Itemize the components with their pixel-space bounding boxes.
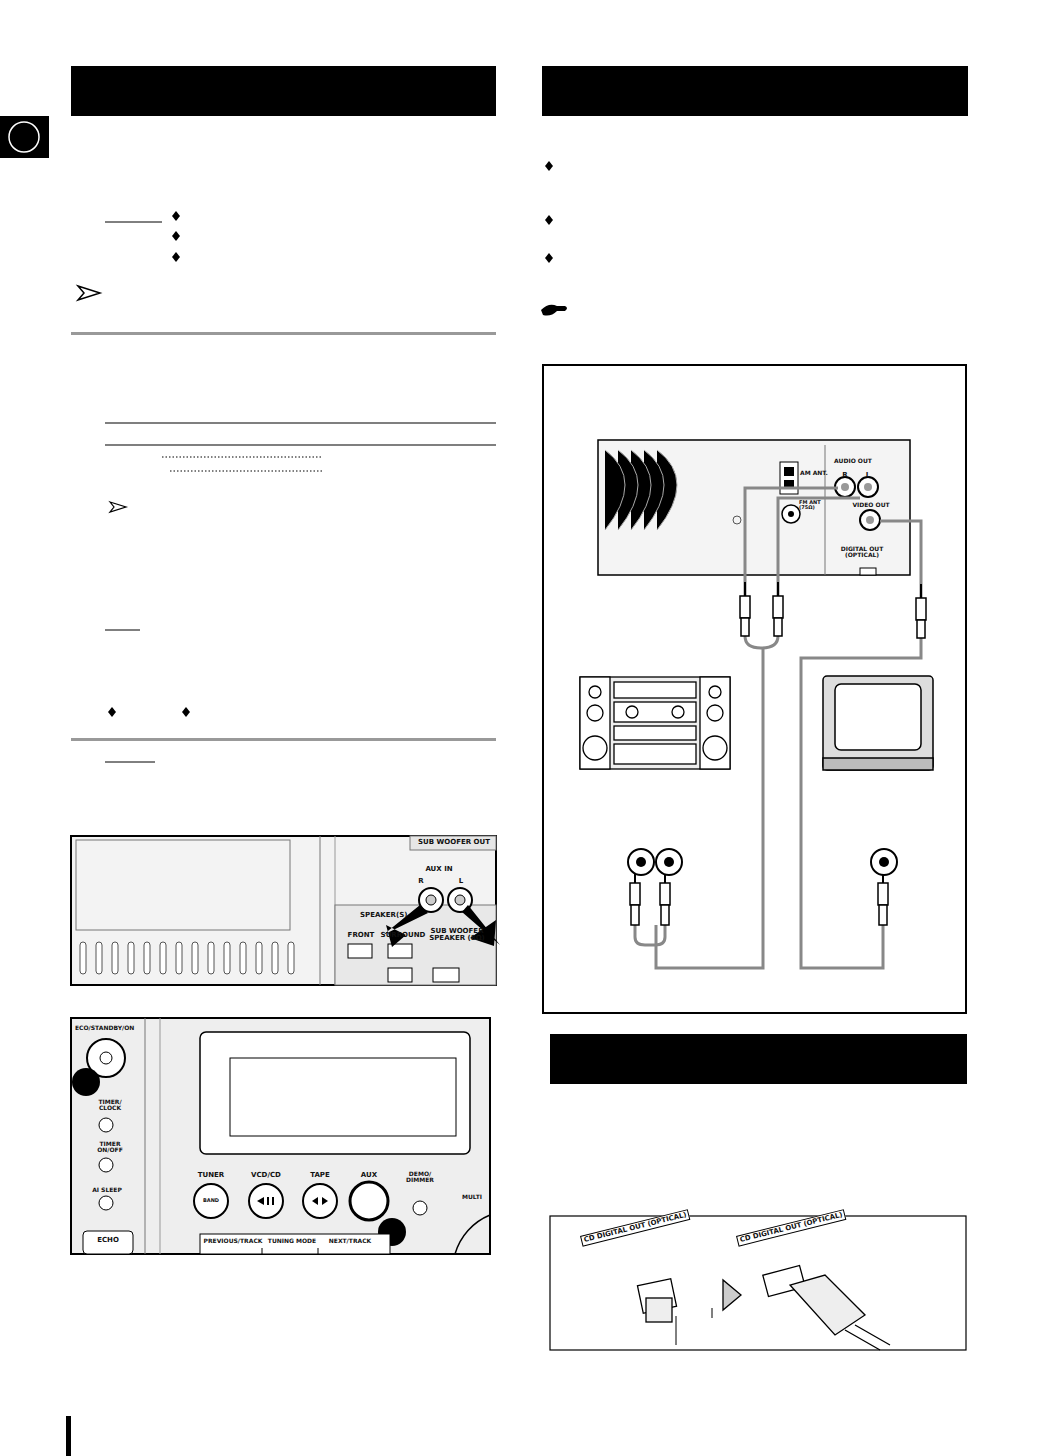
jack-label: R bbox=[840, 472, 850, 479]
panel-label: SPEAKER(S) bbox=[360, 912, 420, 919]
button-label: VCD/CD bbox=[240, 1172, 292, 1179]
panel-label: SURROUND bbox=[380, 932, 426, 939]
button-label: ECHO bbox=[88, 1237, 128, 1244]
panel-label: SUB WOOFER SPEAKER (8Ω) bbox=[418, 928, 496, 943]
button-label: TUNER bbox=[186, 1172, 236, 1179]
terminal-label: AUDIO OUT bbox=[828, 458, 878, 464]
button-label: TUNING MODE bbox=[264, 1238, 320, 1244]
button-label: TAPE bbox=[296, 1172, 344, 1179]
button-label: DEMO/ DIMMER bbox=[398, 1171, 442, 1184]
panel-label: SUB WOOFER OUT bbox=[413, 839, 495, 846]
button-label: AI SLEEP bbox=[86, 1187, 128, 1193]
jack-label: R bbox=[416, 878, 426, 885]
terminal-label: AM ANT. bbox=[800, 470, 830, 476]
button-label: NEXT/TRACK bbox=[320, 1238, 380, 1244]
button-label: AUX bbox=[346, 1172, 392, 1179]
panel-label: FRONT bbox=[344, 932, 378, 939]
button-label: MULTI bbox=[462, 1194, 492, 1200]
terminal-label: FM ANT (75Ω) bbox=[799, 500, 829, 511]
button-label: PREVIOUS/TRACK bbox=[202, 1238, 264, 1244]
jack-label: L bbox=[456, 878, 466, 885]
terminal-label: VIDEO OUT bbox=[846, 502, 896, 508]
button-label: ECO/STANDBY/ON bbox=[75, 1025, 143, 1031]
button-label: BAND bbox=[196, 1198, 226, 1203]
button-label: TIMER ON/OFF bbox=[90, 1141, 130, 1154]
jack-label: L bbox=[863, 472, 873, 479]
jack-label: AUX IN bbox=[414, 866, 464, 873]
button-label: TIMER/ CLOCK bbox=[90, 1099, 130, 1112]
terminal-label: DIGITAL OUT (OPTICAL) bbox=[832, 546, 892, 559]
